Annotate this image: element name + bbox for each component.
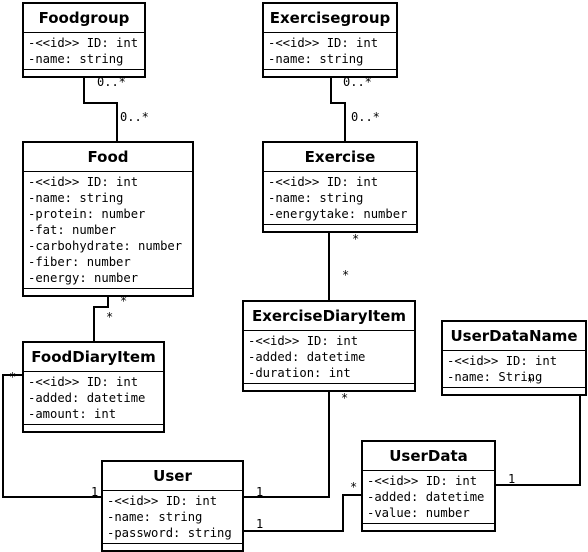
multiplicity-label: 0..*: [97, 75, 126, 89]
edge-fooddiaryitem-user: [2, 374, 101, 498]
edge-userdataname-userdata: [495, 393, 581, 486]
attribute: -name: string: [268, 191, 364, 205]
attribute: -<<id>> ID: int: [107, 494, 218, 508]
attribute-list: -<<id>> ID: int -added: datetime -value:…: [363, 471, 494, 524]
attribute: -<<id>> ID: int: [28, 375, 139, 389]
multiplicity-label: 1: [508, 472, 516, 486]
attribute-list: -<<id>> ID: int -added: datetime -durati…: [244, 331, 414, 384]
class-title: Foodgroup: [24, 4, 144, 33]
edge-foodgroup-food: [83, 73, 118, 141]
operation-list: [264, 225, 416, 231]
attribute: -name: string: [28, 52, 124, 66]
class-foodgroup[interactable]: Foodgroup -<<id>> ID: int -name: string: [22, 2, 146, 78]
attribute: -energytake: number: [268, 207, 408, 221]
attribute: -<<id>> ID: int: [268, 36, 379, 50]
class-title: Exercise: [264, 143, 416, 172]
class-userdataname[interactable]: UserDataName -<<id>> ID: int -name: Stri…: [441, 320, 587, 396]
class-title: User: [103, 462, 242, 491]
multiplicity-label: 0..*: [120, 110, 149, 124]
attribute: -password: string: [107, 526, 232, 540]
class-food[interactable]: Food -<<id>> ID: int -name: string -prot…: [22, 141, 194, 297]
operation-list: [443, 388, 585, 394]
operation-list: [244, 384, 414, 390]
multiplicity-label: *: [106, 310, 114, 324]
multiplicity-label: *: [120, 294, 128, 308]
attribute: -name: string: [28, 191, 124, 205]
attribute: -fat: number: [28, 223, 117, 237]
attribute: -<<id>> ID: int: [28, 175, 139, 189]
multiplicity-label: 1: [91, 485, 99, 499]
attribute: -value: number: [367, 506, 470, 520]
multiplicity-label: 0..*: [343, 75, 372, 89]
attribute-list: -<<id>> ID: int -name: string -protein: …: [24, 172, 192, 289]
class-title: ExerciseDiaryItem: [244, 302, 414, 331]
multiplicity-label: 1: [256, 485, 264, 499]
operation-list: [264, 70, 396, 76]
attribute: -added: datetime: [28, 391, 146, 405]
attribute: -added: datetime: [367, 490, 485, 504]
attribute: -duration: int: [248, 366, 351, 380]
multiplicity-label: *: [350, 480, 358, 494]
class-title: FoodDiaryItem: [24, 343, 163, 372]
attribute: -fiber: number: [28, 255, 131, 269]
attribute: -carbohydrate: number: [28, 239, 183, 253]
multiplicity-label: 1: [256, 517, 264, 531]
class-exercise[interactable]: Exercise -<<id>> ID: int -name: string -…: [262, 141, 418, 233]
operation-list: [24, 425, 163, 431]
operation-list: [363, 524, 494, 530]
multiplicity-label: *: [352, 232, 360, 246]
class-title: UserDataName: [443, 322, 585, 351]
attribute-list: -<<id>> ID: int -name: string: [24, 33, 144, 70]
operation-list: [103, 544, 242, 550]
attribute: -energy: number: [28, 271, 139, 285]
edge-exercisediaryitem-user: [243, 389, 330, 498]
attribute-list: -<<id>> ID: int -name: String: [443, 351, 585, 388]
attribute-list: -<<id>> ID: int -added: datetime -amount…: [24, 372, 163, 425]
attribute: -protein: number: [28, 207, 146, 221]
attribute: -<<id>> ID: int: [248, 334, 359, 348]
operation-list: [24, 70, 144, 76]
attribute: -name: string: [107, 510, 203, 524]
class-exercisediaryitem[interactable]: ExerciseDiaryItem -<<id>> ID: int -added…: [242, 300, 416, 392]
class-title: UserData: [363, 442, 494, 471]
attribute: -<<id>> ID: int: [367, 474, 478, 488]
attribute-list: -<<id>> ID: int -name: string -energytak…: [264, 172, 416, 225]
edge-exercisegroup-exercise: [330, 73, 346, 141]
attribute-list: -<<id>> ID: int -name: string: [264, 33, 396, 70]
attribute: -added: datetime: [248, 350, 366, 364]
multiplicity-label: *: [341, 391, 349, 405]
attribute-list: -<<id>> ID: int -name: string -password:…: [103, 491, 242, 544]
class-user[interactable]: User -<<id>> ID: int -name: string -pass…: [101, 460, 244, 552]
attribute: -<<id>> ID: int: [28, 36, 139, 50]
attribute: -<<id>> ID: int: [268, 175, 379, 189]
attribute: -name: String: [447, 370, 543, 384]
multiplicity-label: *: [9, 370, 17, 384]
class-exercisegroup[interactable]: Exercisegroup -<<id>> ID: int -name: str…: [262, 2, 398, 78]
class-userdata[interactable]: UserData -<<id>> ID: int -added: datetim…: [361, 440, 496, 532]
operation-list: [24, 289, 192, 295]
edge-user-userdata: [243, 494, 362, 532]
multiplicity-label: *: [527, 375, 535, 389]
class-title: Exercisegroup: [264, 4, 396, 33]
edge-food-fooddiaryitem: [93, 293, 109, 341]
class-fooddiaryitem[interactable]: FoodDiaryItem -<<id>> ID: int -added: da…: [22, 341, 165, 433]
class-title: Food: [24, 143, 192, 172]
attribute: -name: string: [268, 52, 364, 66]
multiplicity-label: *: [342, 268, 350, 282]
multiplicity-label: 0..*: [351, 110, 380, 124]
attribute: -<<id>> ID: int: [447, 354, 558, 368]
attribute: -amount: int: [28, 407, 117, 421]
